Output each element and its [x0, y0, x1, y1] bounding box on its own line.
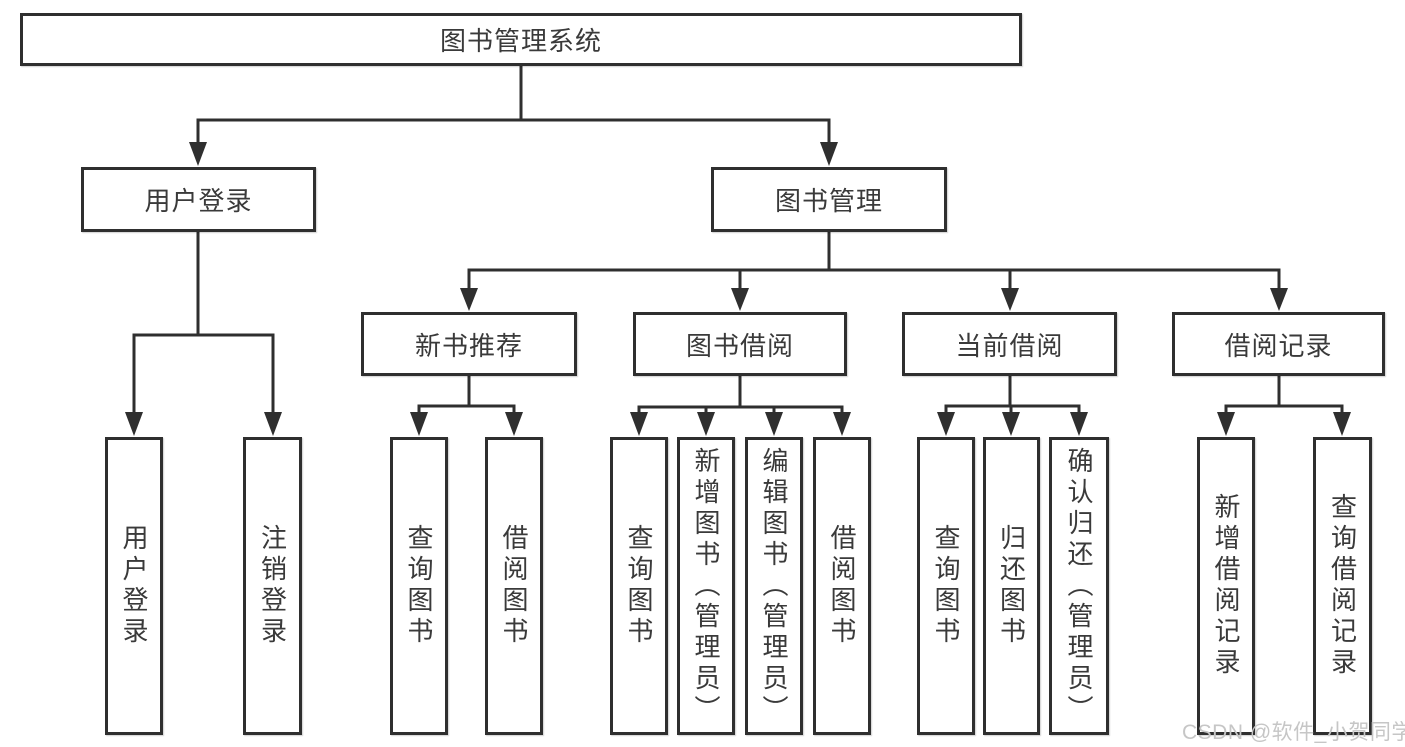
- leaf-confirm-return-admin: 确认归还（管理员）: [1049, 437, 1109, 735]
- node-book-management: 图书管理: [711, 167, 947, 232]
- node-label: 注销登录: [257, 524, 288, 648]
- leaf-borrow-books-recommend: 借阅图书: [485, 437, 543, 735]
- node-new-book-recommendation: 新书推荐: [361, 312, 577, 376]
- leaf-user-login: 用户登录: [105, 437, 163, 735]
- node-label: 新增图书（管理员）: [691, 446, 721, 726]
- leaf-query-books-current: 查询图书: [917, 437, 975, 735]
- leaf-query-borrow-record: 查询借阅记录: [1313, 437, 1372, 735]
- node-label: 借阅图书: [827, 524, 857, 648]
- node-label: 当前借阅: [955, 330, 1064, 361]
- csdn-watermark: CSDN @软件_小贺同学: [1182, 721, 1405, 744]
- node-label: 用户登录: [119, 524, 149, 648]
- node-label: 新书推荐: [414, 330, 523, 361]
- node-library-management-system: 图书管理系统: [20, 13, 1022, 66]
- node-label: 新增借阅记录: [1211, 493, 1241, 679]
- leaf-query-books-borrow: 查询图书: [610, 437, 668, 735]
- node-label: 编辑图书（管理员）: [759, 446, 789, 726]
- leaf-borrow-books: 借阅图书: [813, 437, 871, 735]
- node-label: 用户登录: [144, 186, 253, 216]
- node-label: 查询图书: [404, 524, 434, 648]
- leaf-query-books-recommend: 查询图书: [390, 437, 448, 735]
- node-book-borrowing: 图书借阅: [633, 312, 847, 376]
- node-label: 图书管理: [774, 186, 883, 216]
- leaf-return-books: 归还图书: [983, 437, 1040, 735]
- node-current-borrowing: 当前借阅: [902, 312, 1117, 376]
- node-label: 查询图书: [931, 524, 961, 648]
- leaf-add-borrow-record: 新增借阅记录: [1197, 437, 1255, 735]
- node-label: 图书借阅: [685, 330, 794, 361]
- node-label: 图书管理系统: [439, 26, 602, 56]
- node-user-login: 用户登录: [81, 167, 316, 232]
- node-label: 归还图书: [996, 524, 1027, 648]
- node-label: 查询借阅记录: [1327, 493, 1358, 679]
- node-label: 查询图书: [624, 524, 654, 648]
- leaf-logout: 注销登录: [243, 437, 302, 735]
- node-label: 借阅图书: [499, 524, 529, 648]
- node-borrowing-records: 借阅记录: [1172, 312, 1385, 376]
- leaf-edit-books-admin: 编辑图书（管理员）: [745, 437, 803, 735]
- node-label: 确认归还（管理员）: [1064, 446, 1094, 726]
- leaf-add-books-admin: 新增图书（管理员）: [677, 437, 735, 735]
- node-label: 借阅记录: [1224, 330, 1333, 361]
